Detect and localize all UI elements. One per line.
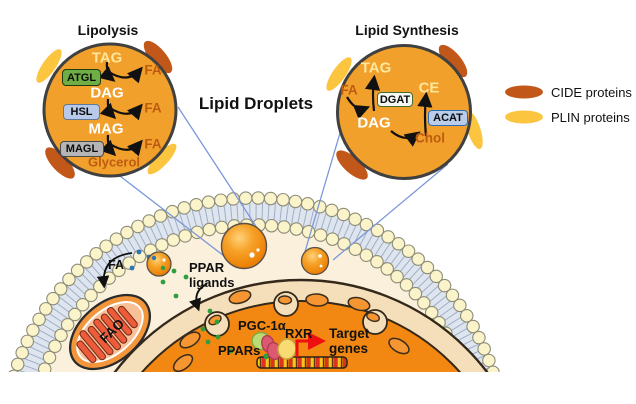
target-genes-label: Target genes — [329, 326, 370, 357]
mitochondria — [68, 293, 152, 371]
mag-label: MAG — [88, 120, 124, 138]
ce-label: CE — [418, 79, 440, 97]
transcription-complex — [251, 331, 348, 369]
cide-protein — [143, 40, 173, 74]
cide-protein — [438, 44, 468, 78]
fa-label: FA — [340, 82, 358, 98]
membrane-outer-heads — [8, 191, 500, 372]
nucleus — [113, 278, 489, 372]
nuclear-pore — [305, 293, 329, 307]
lipid-droplet-small — [146, 251, 172, 277]
highlight — [319, 264, 323, 268]
ligand-dot — [160, 265, 166, 271]
synthesis-title: Lipid Synthesis — [355, 22, 459, 38]
plin-protein — [326, 57, 352, 91]
nuclear-pore — [388, 337, 410, 355]
dgat-enzyme-box: DGAT — [377, 92, 413, 107]
cristae — [76, 305, 138, 364]
cide-protein — [45, 147, 75, 179]
nuclear-pore — [179, 331, 201, 349]
highlight — [249, 252, 255, 258]
transcription-arrow — [295, 332, 326, 357]
lipolysis-title: Lipolysis — [77, 22, 139, 38]
cide-legend-label: CIDE proteins — [551, 85, 632, 100]
nuclear-pore — [366, 311, 380, 323]
plin-legend-swatch — [505, 110, 543, 124]
cell — [8, 191, 500, 372]
atgl-enzyme-box: ATGL — [62, 69, 101, 86]
dag-label: DAG — [90, 84, 124, 102]
cide-legend-swatch — [505, 85, 543, 99]
acat-enzyme-box: ACAT — [428, 110, 468, 126]
chol-label: Chol — [415, 130, 445, 146]
dag-label: DAG — [357, 114, 391, 132]
ligands-to-nucleus-arrow — [189, 283, 208, 312]
plin-protein — [36, 49, 62, 83]
fa-label: FA — [144, 62, 162, 78]
highlight — [162, 258, 166, 262]
glycerol-label: Glycerol — [87, 154, 141, 170]
nuclear-pore — [277, 295, 293, 305]
magl-enzyme-box: MAGL — [60, 141, 104, 157]
fa-to-mitochondria-arrow — [96, 252, 133, 289]
nuclear-pore — [347, 296, 371, 312]
rxr-label: RXR — [285, 326, 313, 341]
cide-protein — [336, 150, 368, 180]
fa-dot — [151, 255, 157, 261]
nuclear-pore — [228, 289, 252, 305]
lipid-droplet-large — [220, 222, 268, 270]
tag-label: TAG — [91, 49, 123, 67]
synthesis-arrows — [346, 74, 433, 147]
ligand-dot — [263, 354, 269, 360]
center-title: Lipid Droplets — [198, 94, 314, 113]
synthesis-droplet — [326, 44, 483, 180]
nuclear-pore — [172, 353, 194, 372]
ppar-ligands-label: PPAR ligands — [189, 260, 235, 290]
fa-label: FA — [144, 136, 162, 152]
lipolysis-arrows — [98, 61, 143, 157]
plin-legend-label: PLIN proteins — [551, 110, 630, 125]
zoom-connector-lines — [119, 106, 449, 261]
membrane-inner-heads — [37, 218, 470, 372]
tag-label: TAG — [360, 59, 392, 77]
ppar-ligand-dots-green — [160, 260, 269, 359]
membrane-tails — [18, 201, 489, 372]
fa-label: FA — [144, 100, 162, 116]
pgc1a-label: PGC-1α — [238, 318, 286, 333]
cell-fa-label: FA — [108, 258, 124, 272]
ppars-label: PPARs — [218, 343, 261, 358]
hsl-enzyme-box: HSL — [63, 104, 100, 120]
lipid-droplets — [146, 222, 330, 277]
dna-strand — [256, 356, 348, 369]
lipid-droplet-medium — [300, 246, 330, 276]
highlight — [256, 248, 260, 252]
plin-protein — [147, 143, 177, 175]
highlight — [318, 254, 322, 258]
